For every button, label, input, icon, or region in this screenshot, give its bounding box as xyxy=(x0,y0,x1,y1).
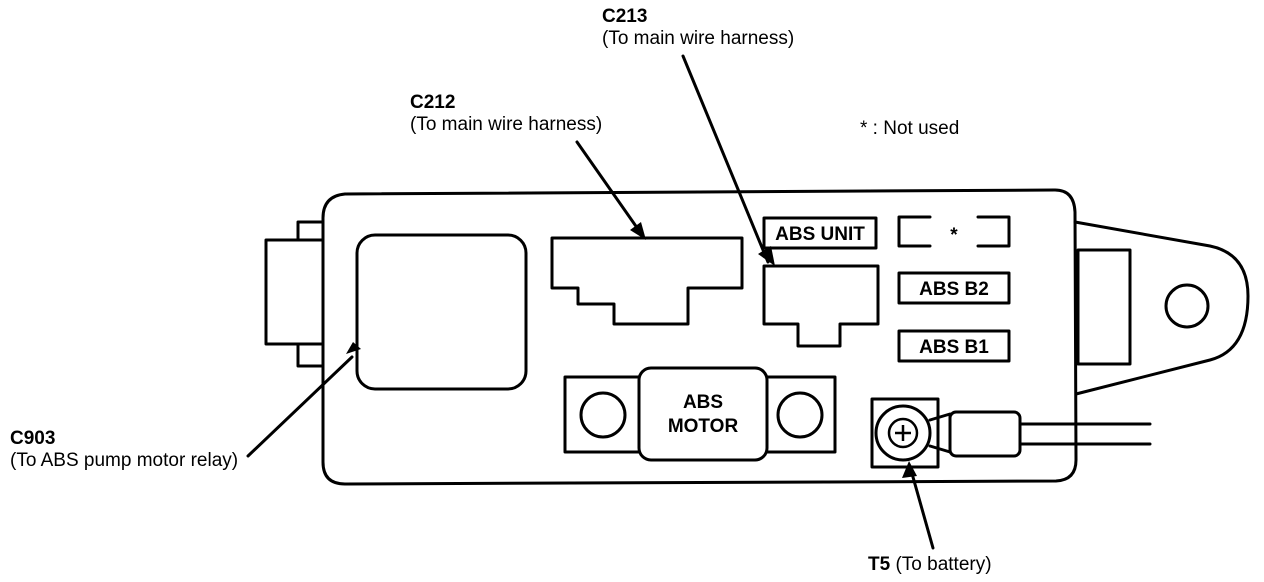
abs-unit-fuse-label: ABS UNIT xyxy=(775,224,865,245)
c213-callout: C213 (To main wire harness) xyxy=(602,6,794,50)
t5-id: T5 xyxy=(868,554,891,575)
c903-leader xyxy=(246,355,354,458)
c213-arrowhead xyxy=(758,246,775,266)
c213-leader xyxy=(681,54,770,264)
c212-arrowhead xyxy=(630,222,646,240)
t5-terminal-ring xyxy=(874,404,932,462)
fuse-bolt-right xyxy=(776,391,824,439)
abs-b2-fuse-label: ABS B2 xyxy=(919,279,989,300)
c212-callout: C212 (To main wire harness) xyxy=(410,92,602,136)
t5-lug xyxy=(928,412,952,454)
right-mount-ear xyxy=(1073,220,1250,396)
c903-id: C903 xyxy=(10,428,56,449)
unused-fuse-label: * xyxy=(950,225,958,246)
abs-motor-fuse xyxy=(637,366,769,462)
box-body xyxy=(321,188,1078,486)
c212-desc: (To main wire harness) xyxy=(410,114,603,135)
right-ear-slot xyxy=(1076,248,1132,366)
abs-unit-fuse-frame xyxy=(762,216,878,250)
t5-desc: (To battery) xyxy=(895,554,992,575)
fuse-bolt-left xyxy=(579,391,627,439)
abs-motor-label-line2: MOTOR xyxy=(668,416,739,437)
t5-arrowhead xyxy=(902,461,917,478)
c903-desc: (To ABS pump motor relay) xyxy=(10,450,239,471)
t5-callout: T5 (To battery) xyxy=(868,554,992,576)
c213-desc: (To main wire harness) xyxy=(602,28,795,49)
abs-b2-fuse-frame xyxy=(897,271,1011,305)
c212-leader xyxy=(575,140,642,234)
c903-callout: C903 (To ABS pump motor relay) xyxy=(10,428,238,472)
abs-motor-label-line1: ABS xyxy=(683,392,723,413)
abs-b1-fuse-frame xyxy=(897,329,1011,363)
c903-relay-socket xyxy=(355,233,528,391)
t5-leader xyxy=(909,468,935,550)
not-used-note: * : Not used xyxy=(860,118,960,139)
unused-fuse-frame xyxy=(897,215,1011,248)
terminal-screw-icon xyxy=(887,417,919,449)
left-mount-tab xyxy=(264,220,324,368)
mount-hole xyxy=(1164,283,1210,329)
c213-connector xyxy=(762,264,880,348)
t5-terminal-block xyxy=(870,397,940,469)
c212-id: C212 xyxy=(410,92,456,113)
abs-b1-fuse-label: ABS B1 xyxy=(919,337,989,358)
c213-id: C213 xyxy=(602,6,648,27)
c212-connector xyxy=(550,236,744,326)
c903-arrowhead xyxy=(346,342,361,354)
t5-crimp xyxy=(948,410,1022,458)
